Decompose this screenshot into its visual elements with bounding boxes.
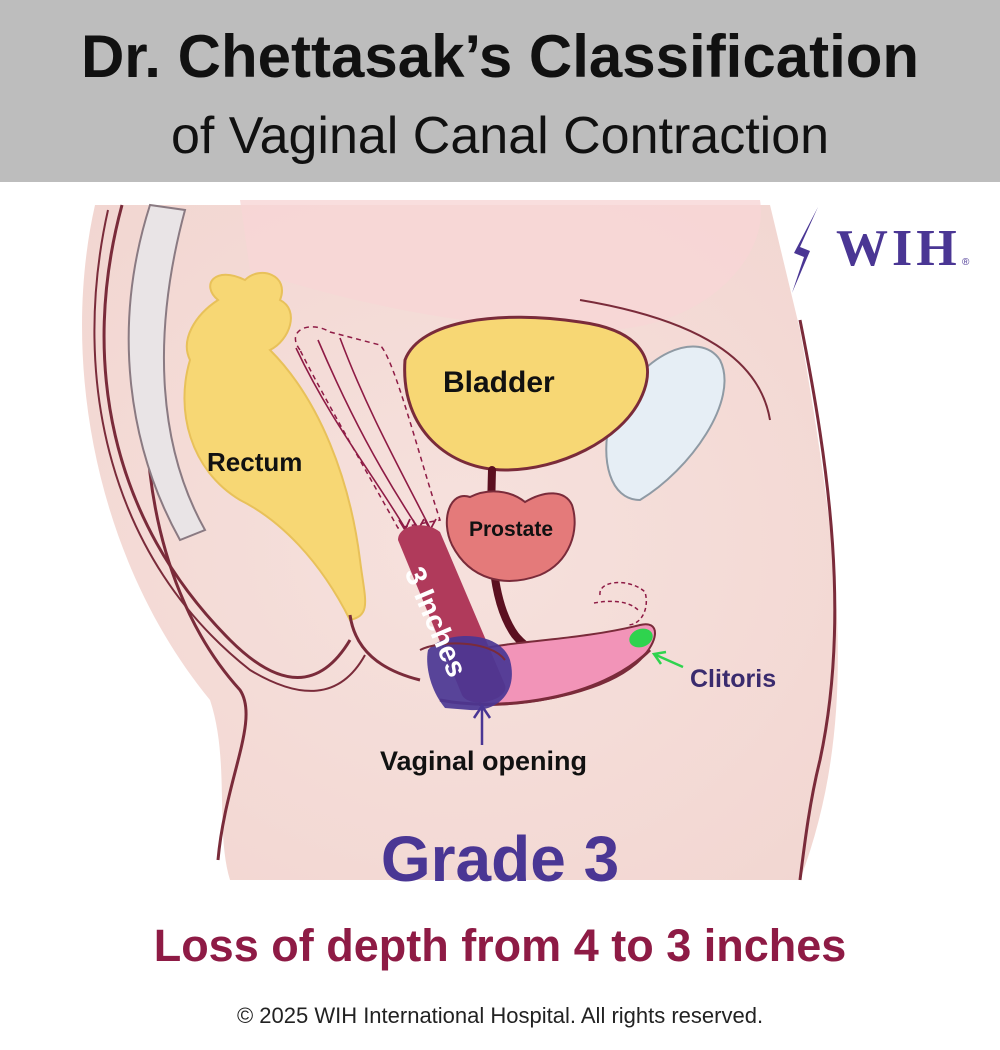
contraction-arrow-3 [339, 337, 431, 529]
label-prostate: Prostate [469, 518, 554, 541]
label-vaginal-opening: Vaginal opening [380, 746, 588, 776]
abdomen-shading [240, 200, 761, 330]
grade-description: Loss of depth from 4 to 3 inches [153, 920, 847, 971]
sacrum-outline [102, 204, 352, 679]
body-outline-right [798, 319, 837, 881]
vaginal-opening-shape [427, 636, 512, 711]
clitoral-hood-outline [599, 581, 647, 626]
anatomy-diagram [82, 200, 838, 881]
page-title: Dr. Chettasak’s Classification [80, 23, 920, 90]
sacrum [127, 203, 207, 542]
former-canal-outline [294, 326, 441, 529]
rectum-shape [183, 271, 367, 622]
label-rectum: Rectum [207, 447, 303, 477]
contraction-arrow-1 [295, 347, 406, 529]
logo-text: WIH [836, 220, 961, 277]
copyright-notice: © 2025 WIH International Hospital. All r… [236, 1003, 764, 1028]
label-bladder: Bladder [443, 366, 555, 399]
contraction-arrow-2 [317, 339, 419, 529]
registered-mark: ® [962, 257, 970, 268]
grade-heading: Grade 3 [380, 823, 620, 895]
wih-logo: WIH ® [780, 205, 980, 295]
clitoris-dot [629, 628, 653, 648]
logo-mark-icon [792, 207, 818, 293]
title-banner: Dr. Chettasak’s Classification of Vagina… [0, 0, 1000, 182]
bladder-shape [403, 315, 649, 472]
prostate-shape [445, 490, 576, 582]
label-clitoris: Clitoris [690, 665, 777, 693]
clitoris-arrow [655, 653, 684, 669]
page-subtitle: of Vaginal Canal Contraction [170, 107, 830, 165]
